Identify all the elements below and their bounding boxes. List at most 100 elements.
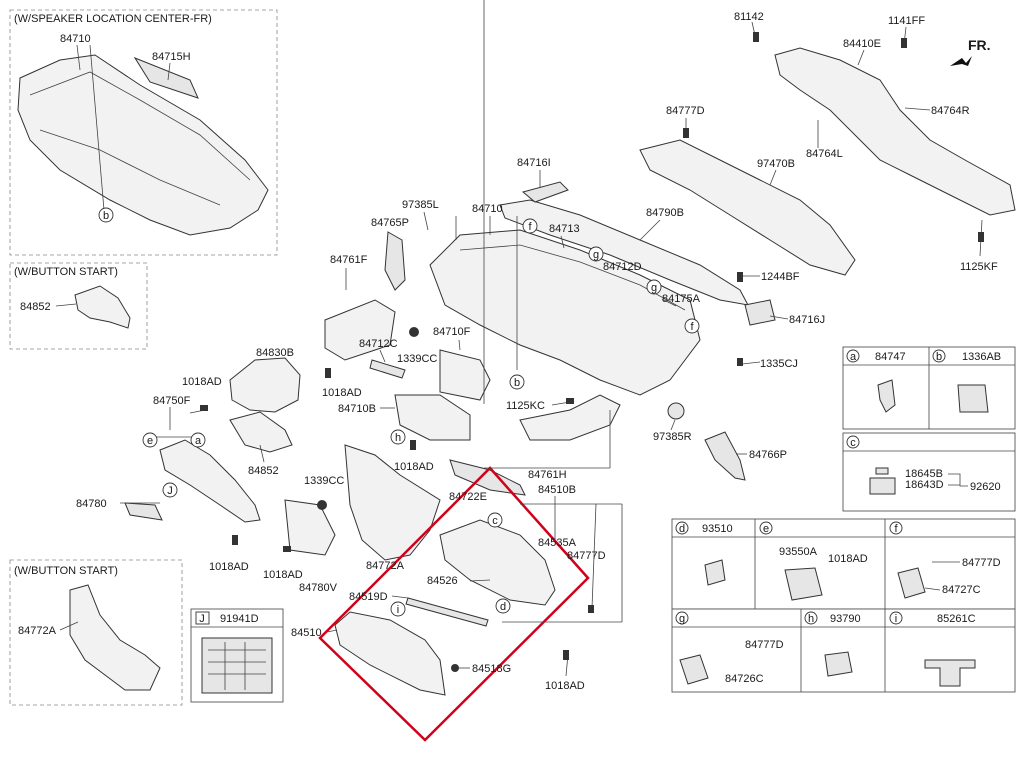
legend-d-part: 93510 [702, 523, 733, 535]
crash-pad-84710 [429, 229, 701, 396]
svg-text:f: f [528, 221, 532, 233]
label-1339CC-a: 1339CC [397, 353, 437, 365]
label-84175A: 84175A [662, 293, 701, 305]
callout-a: a [190, 432, 206, 448]
label-84410E: 84410E [843, 38, 881, 50]
callout-d: d [495, 598, 511, 614]
panel-84772A [344, 444, 441, 561]
svg-text:f: f [690, 321, 694, 333]
svg-text:c: c [492, 515, 498, 527]
cover-84852 [229, 411, 293, 453]
speaker-97385R [667, 402, 685, 420]
legend-h-part: 93790 [830, 613, 861, 625]
label-84710: 84710 [472, 203, 503, 215]
label-84852-inset: 84852 [20, 301, 51, 313]
svg-text:J: J [167, 485, 173, 497]
cover-84716I [521, 181, 569, 203]
label-84715H: 84715H [152, 51, 191, 63]
highlight-frame [318, 466, 590, 742]
label-1018AD-a: 1018AD [322, 387, 362, 399]
label-1018AD-f: 1018AD [545, 680, 585, 692]
tape-85261C-icon [924, 659, 976, 687]
label-1141FF: 1141FF [888, 15, 925, 27]
svg-text:b: b [514, 377, 520, 389]
cover-84766P [704, 431, 746, 481]
label-1125KF: 1125KF [960, 261, 998, 273]
label-1018AD-e: 1018AD [263, 569, 303, 581]
callout-g2: g [646, 279, 662, 295]
legend-d-key: d [679, 523, 685, 535]
legend-f-part-2: 84727C [942, 584, 981, 596]
legend-g-part-2: 84726C [725, 673, 764, 685]
label-84716J: 84716J [789, 314, 825, 326]
crossbar-84410E [774, 47, 1016, 216]
label-84761F: 84761F [330, 254, 368, 266]
legend-b-key: b [936, 351, 942, 363]
inset-speaker-title: (W/SPEAKER LOCATION CENTER-FR) [14, 13, 212, 25]
label-1018AD-d: 1018AD [209, 561, 249, 573]
svg-text:i: i [397, 604, 399, 616]
garnish-84710B [394, 394, 471, 441]
svg-text:a: a [195, 435, 202, 447]
glovebox-door-84510 [334, 611, 446, 696]
label-81142: 81142 [734, 11, 764, 23]
vent-84761F [324, 299, 396, 361]
pad-91941D-icon [201, 637, 273, 694]
legend-c-part-2: 18643D [905, 479, 944, 491]
label-84780V: 84780V [299, 582, 338, 594]
strip-84519D [405, 597, 489, 627]
leader-lines [120, 0, 983, 677]
callout-b-inset [98, 207, 114, 223]
label-84777D-mid: 84777D [567, 550, 606, 562]
label-1018AD-b: 1018AD [182, 376, 222, 388]
cover-84780 [124, 502, 163, 521]
bracket-84722E [449, 459, 526, 496]
duct-97470B [639, 139, 856, 276]
legend-a-part: 84747 [875, 351, 906, 363]
inset-84715H-part [133, 56, 199, 99]
callout-c: c [487, 512, 503, 528]
vent-84761H [519, 394, 621, 441]
label-84765P: 84765P [371, 217, 409, 229]
label-84772A: 84772A [366, 560, 405, 572]
inset-84772A-part [69, 584, 161, 691]
legend-i-part: 85261C [937, 613, 976, 625]
switch-93790-icon [824, 651, 853, 677]
label-1339CC-b: 1339CC [304, 475, 344, 487]
legend-g-part-1: 84777D [745, 639, 784, 651]
display-84710F [439, 349, 491, 401]
legend-f-part-1: 84777D [962, 557, 1001, 569]
bulb-18645B-icon [875, 467, 889, 475]
label-84535A: 84535A [538, 537, 577, 549]
fr-label: FR. [968, 37, 991, 53]
callout-J: J [162, 482, 178, 498]
label-84830B: 84830B [256, 347, 294, 359]
label-84510B: 84510B [538, 484, 576, 496]
legend-c-key: c [850, 437, 856, 449]
legend-g-key: g [679, 613, 685, 625]
inset-dashboard-shape [17, 54, 269, 236]
legend-b-part: 1336AB [962, 351, 1001, 363]
label-84716I: 84716I [517, 157, 551, 169]
legend-f-key: f [894, 523, 898, 535]
callout-b-inset-text: b [103, 210, 109, 222]
legend-c-part-3: 92620 [970, 481, 1001, 493]
legend-a-key: a [850, 351, 857, 363]
inset-84852-part [74, 285, 131, 329]
clip-84747-icon [877, 379, 896, 413]
inset-button-start-top: (W/BUTTON START) 84852 [9, 262, 148, 350]
legend-J-box: J 91941D [190, 608, 284, 703]
fr-arrow-icon [950, 56, 972, 66]
svg-text:h: h [395, 432, 401, 444]
label-84526: 84526 [427, 575, 458, 587]
callout-h: h [390, 429, 406, 445]
label-97470B: 97470B [757, 158, 795, 170]
label-84766P: 84766P [749, 449, 787, 461]
legend-h-key: h [808, 613, 814, 625]
label-1018AD-c: 1018AD [394, 461, 434, 473]
label-1335CJ: 1335CJ [760, 358, 798, 370]
callout-e: e [142, 432, 158, 448]
label-84713: 84713 [549, 223, 580, 235]
bulb-92620-icon [869, 477, 896, 495]
callout-f2: f [684, 318, 700, 334]
